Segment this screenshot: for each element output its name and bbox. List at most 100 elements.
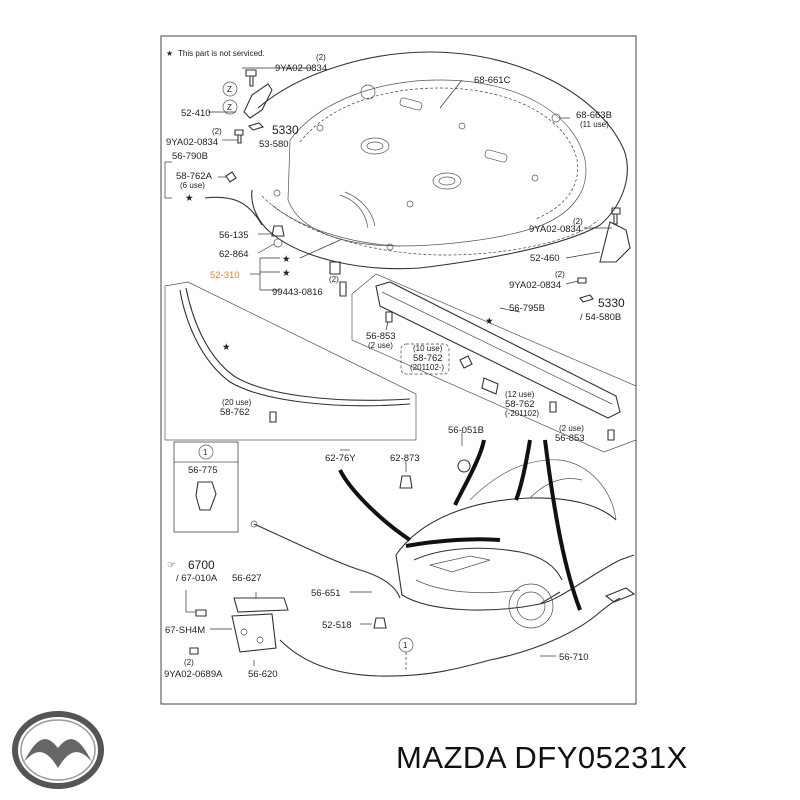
mazda-logo-icon [12,711,104,789]
label-qty: (11 use) [580,120,609,129]
grommet-icon [271,225,285,237]
label-9ya02-0834: 9YA02-0834 [275,63,327,74]
label-9ya02-0834: 9YA02-0834 [509,280,561,291]
star-icon: ★ [222,342,231,353]
latch-cover [233,597,289,613]
clip-icon [373,617,387,629]
label-68-661c: 68-661C [474,75,511,86]
star-icon: ★ [282,268,291,279]
label-note: (-201102) [505,409,539,418]
label-52-310: 52-310 [210,270,240,281]
cap-icon [273,238,283,248]
lever-icon [604,587,636,603]
star-icon: ★ [485,316,494,327]
label-9ya02-0834: 9YA02-0834 [166,137,218,148]
label-53-580: 53-580 [259,139,289,150]
label-52-460: 52-460 [530,253,560,264]
label-note: (201102-) [410,363,444,372]
label-qty: (2) [573,217,583,226]
svg-text:Z: Z [227,85,232,94]
switch-icon [195,609,207,617]
label-qty: (2 use) [559,424,584,433]
hood-panel [251,51,628,270]
callout-number: 1 [203,448,208,457]
label-52-518: 52-518 [322,620,352,631]
label-qty: (10 use) [413,344,443,353]
label-9ya02-0689a: 9YA02-0689A [164,669,223,680]
clip-icon [195,481,217,511]
label-qty: (6 use) [180,181,205,190]
clip-icon [549,401,557,413]
label-5330: 5330 [598,296,625,310]
star-icon: ★ [282,254,291,265]
clip-icon [385,311,393,323]
label-56-853: 56-853 [555,433,585,444]
callout-circle [198,444,214,460]
label-56-775: 56-775 [188,465,218,476]
clip-icon [225,171,237,183]
clip-icon [459,355,473,369]
star-note-icon: ★ [166,49,173,58]
label-62-864: 62-864 [219,249,249,260]
vehicle-view [395,459,636,629]
label-62-76y: 62-76Y [325,453,356,464]
bolt-icon [577,277,587,284]
clip-icon [607,429,615,441]
label-67-sh4m: 67-SH4M [165,625,205,636]
label-58-762: 58-762 [413,353,443,364]
label-56-620: 56-620 [248,669,278,680]
clip-icon [481,377,499,395]
label-58-762: 58-762 [505,399,535,410]
nut-icon [551,113,561,123]
weatherstrip-box: ★ [164,281,417,441]
label-5330: 5330 [272,123,299,137]
bolt-icon [234,129,244,144]
z-marker-icon [222,99,238,115]
cap-icon [457,459,471,473]
clip-icon [247,122,265,131]
label-58-762a: 58-762A [176,171,213,182]
label-qty: (2) [555,270,565,279]
label-56-795b: 56-795B [509,303,545,314]
z-marker-icon [222,81,238,97]
product-caption: MAZDA DFY05231X [396,740,688,775]
star-note: This part is not serviced. [178,49,265,58]
callout-box-1 [173,441,239,533]
callout-number: 1 [403,641,408,650]
seal-box: ★ [351,273,637,453]
label-56-135: 56-135 [219,230,249,241]
clip-icon [579,294,594,303]
hinge-left: Z Z [222,69,273,144]
label-56-710: 56-710 [559,652,589,663]
label-56-853: 56-853 [366,331,396,342]
label-99443-0816: 99443-0816 [272,287,323,298]
retainer-icon [329,261,341,275]
label-qty: (2) [329,275,339,284]
diagram-frame [160,35,637,705]
label-56-051b: 56-051B [448,425,484,436]
label-9ya02-0834: 9YA02-0834 [529,224,581,235]
latch-assembly [189,597,387,655]
clip-icon [269,411,277,423]
label-6700: 6700 [188,558,215,572]
label-56-627: 56-627 [232,573,262,584]
svg-text:Z: Z [227,103,232,112]
label-qty: (2 use) [368,341,393,350]
label-qty: (2) [316,53,326,62]
finger-icon: ☞ [167,560,176,571]
part-labels: (2) 9YA02-0834 52-410 (2) 9YA02-0834 533… [164,53,625,680]
star-icon: ★ [185,193,194,204]
label-56-651: 56-651 [311,588,341,599]
label-qty: (2) [184,658,194,667]
label-58-762: 58-762 [220,407,250,418]
label-qty: (12 use) [505,390,535,399]
wheel-icon [508,583,554,629]
label-qty: (2) [212,127,222,136]
label-67-010a: / 67-010A [176,573,218,584]
label-52-410: 52-410 [181,108,211,119]
grommet-icon [399,475,413,489]
latch [231,613,277,653]
release-cable [250,520,621,677]
bolt-icon [189,647,199,655]
